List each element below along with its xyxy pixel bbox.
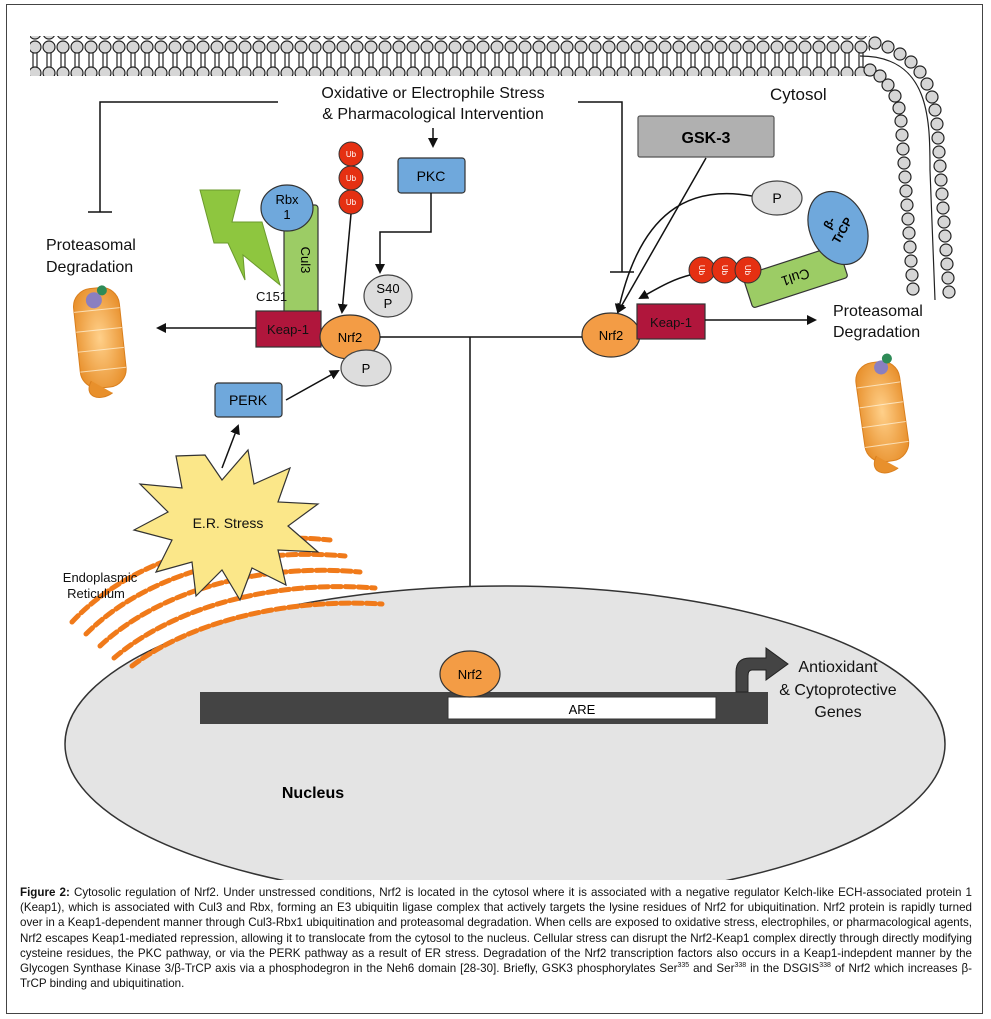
keap1-right [636,303,706,340]
transcription-arrow-icon [735,647,789,693]
nrf2-right-label: Nrf2 [599,328,624,343]
cul1-complex: Cul1 [742,245,848,308]
ub-label: Ub [697,265,706,276]
ub-label: Ub [346,198,357,207]
nrf2-left-label: Nrf2 [338,330,363,345]
are-label: ARE [569,702,596,717]
er-label-line1: Endoplasmic [63,570,138,585]
er-stress-starburst [132,448,320,602]
proteasomal-right-line1: Proteasomal [833,303,923,320]
caption-text-1: Cytosolic regulation of Nrf2. Under unst… [20,886,972,976]
er-label-line2: Reticulum [67,586,125,601]
ub-chain-right: Ub Ub Ub [688,256,762,284]
gsk3-label: GSK-3 [682,130,731,147]
c151-label: C151 [256,289,287,304]
genes-label-line1: Antioxidant [798,659,878,676]
caption-sup-2: 338 [734,962,747,970]
proteasome-right-icon [855,353,910,474]
pkc-to-s40-arrow [375,193,432,274]
ub-to-nrf2-right-arrow [638,274,691,299]
rbx1-label-b: 1 [283,207,290,222]
s40-label-a: S40 [376,281,399,296]
genes-label-line3: Genes [814,704,861,721]
perk-phospho-label: P [362,361,371,376]
s40-phospho-bubble [363,274,413,318]
btrcp-ellipse [807,190,869,266]
rbx1-label-a: Rbx [275,192,299,207]
ub-label: Ub [743,265,752,276]
figure-caption: Figure 2: Cytosolic regulation of Nrf2. … [20,885,972,991]
cytosol-label: Cytosol [770,85,827,104]
ub-to-nrf2-left-arrow [337,213,352,314]
perk-to-p-arrow [285,370,340,401]
caption-label: Figure 2: [20,886,70,899]
keap1-left-label: Keap-1 [267,322,309,337]
s40-label-b: P [384,296,393,311]
genes-label-line2: & Cytoprotective [779,682,896,699]
ub-label: Ub [346,174,357,183]
perk-label: PERK [229,392,268,408]
caption-sup-3: 338 [819,962,831,970]
nucleus [64,585,946,880]
perk-phospho-bubble [340,349,392,387]
nucleus-label: Nucleus [282,785,344,802]
stress-label-line1: Oxidative or Electrophile Stress [321,85,544,102]
keap1-left [255,310,322,348]
gsk3-to-nrf2-arrow [617,157,707,314]
phospho-gsk-label: P [772,190,781,206]
perk-box [214,382,283,418]
proteasomal-left-line2: Degradation [46,259,133,276]
figure-frame [6,4,983,1014]
nrf2-nucleus-label: Nrf2 [458,667,483,682]
caption-text-2: and Ser [689,962,735,976]
p-to-nrf2-arrow [614,192,753,314]
inhibition-lines [88,101,634,273]
proteasome-left-icon [73,285,127,398]
ub-chain-left: Ub Ub Ub [338,141,364,215]
caption-text-3: in the DSGIS [746,962,820,976]
lightning-bolt-icon [199,189,281,287]
proteasomal-right-line2: Degradation [833,324,920,341]
er-stress-label: E.R. Stress [193,515,264,531]
keap1-right-label: Keap-1 [650,315,692,330]
phospho-gsk-bubble [751,180,803,216]
proteasomal-left-line1: Proteasomal [46,237,136,254]
cul3-label: Cul3 [298,247,313,274]
nrf2-nucleus [439,650,501,698]
gsk3-box [637,115,775,158]
er-to-perk-arrow [221,424,240,469]
rbx1-ellipse [260,184,314,232]
caption-text-4: of Nrf2 which increases β-TrCP binding a… [20,962,973,991]
cell-membrane [30,36,956,301]
pkc-label: PKC [417,168,446,184]
ub-label: Ub [346,150,357,159]
stress-label-line2: & Pharmacological Intervention [322,106,543,123]
caption-sup-1: 335 [677,962,690,970]
are-element [447,696,717,720]
ub-label: Ub [720,265,729,276]
nrf2-pathway-diagram: Cytosol Oxidative or Electrophile Stress… [30,36,956,880]
